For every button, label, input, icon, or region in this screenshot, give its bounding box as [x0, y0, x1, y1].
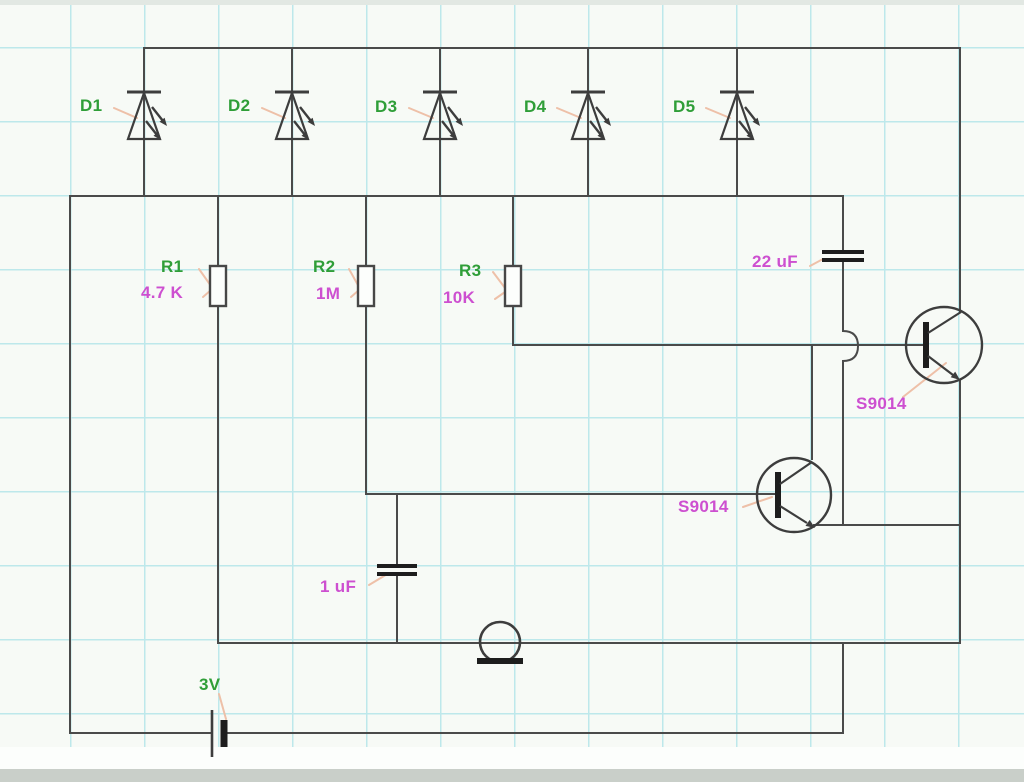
resistor-value-label: 4.7 K: [141, 283, 184, 302]
led-icon-d3: [422, 89, 463, 141]
led-ref-label: D3: [375, 97, 398, 116]
battery-icon: [210, 710, 228, 757]
resistor-icon-r3: [503, 264, 523, 308]
label-leader-lines: [113, 107, 947, 720]
led-icon-d4: [570, 89, 611, 141]
resistor-icon-r2: [356, 264, 376, 308]
transistor-part-label: S9014: [678, 497, 729, 516]
resistor-ref-label: R2: [313, 257, 336, 276]
npn-transistor-icon-q1: [904, 305, 984, 385]
top-edge-band: [0, 0, 1024, 5]
transistor-part-label: S9014: [856, 394, 907, 413]
wire-layer: [69, 47, 961, 734]
resistor-ref-label: R3: [459, 261, 482, 280]
led-icon-d1: [126, 89, 167, 141]
npn-transistor-icon-q2: [755, 456, 833, 534]
capacitor-icon-1uf: [377, 564, 417, 576]
capacitor-value-label: 1 uF: [320, 577, 357, 596]
capacitor-icon-22uf: [822, 250, 864, 262]
capacitor-value-label: 22 uF: [752, 252, 798, 271]
led-icon-d2: [274, 89, 315, 141]
bottom-white-band: [0, 747, 1024, 769]
battery-value-label: 3V: [199, 675, 221, 694]
resistor-icon-r1: [208, 264, 228, 308]
led-icon-d5: [719, 89, 760, 141]
resistor-value-label: 10K: [443, 288, 476, 307]
resistor-value-label: 1M: [316, 284, 341, 303]
circle-component-icon: [477, 620, 523, 664]
bottom-gray-band: [0, 769, 1024, 782]
resistor-ref-label: R1: [161, 257, 184, 276]
led-ref-label: D2: [228, 96, 251, 115]
led-ref-label: D4: [524, 97, 547, 116]
led-ref-label: D1: [80, 96, 103, 115]
led-ref-label: D5: [673, 97, 696, 116]
